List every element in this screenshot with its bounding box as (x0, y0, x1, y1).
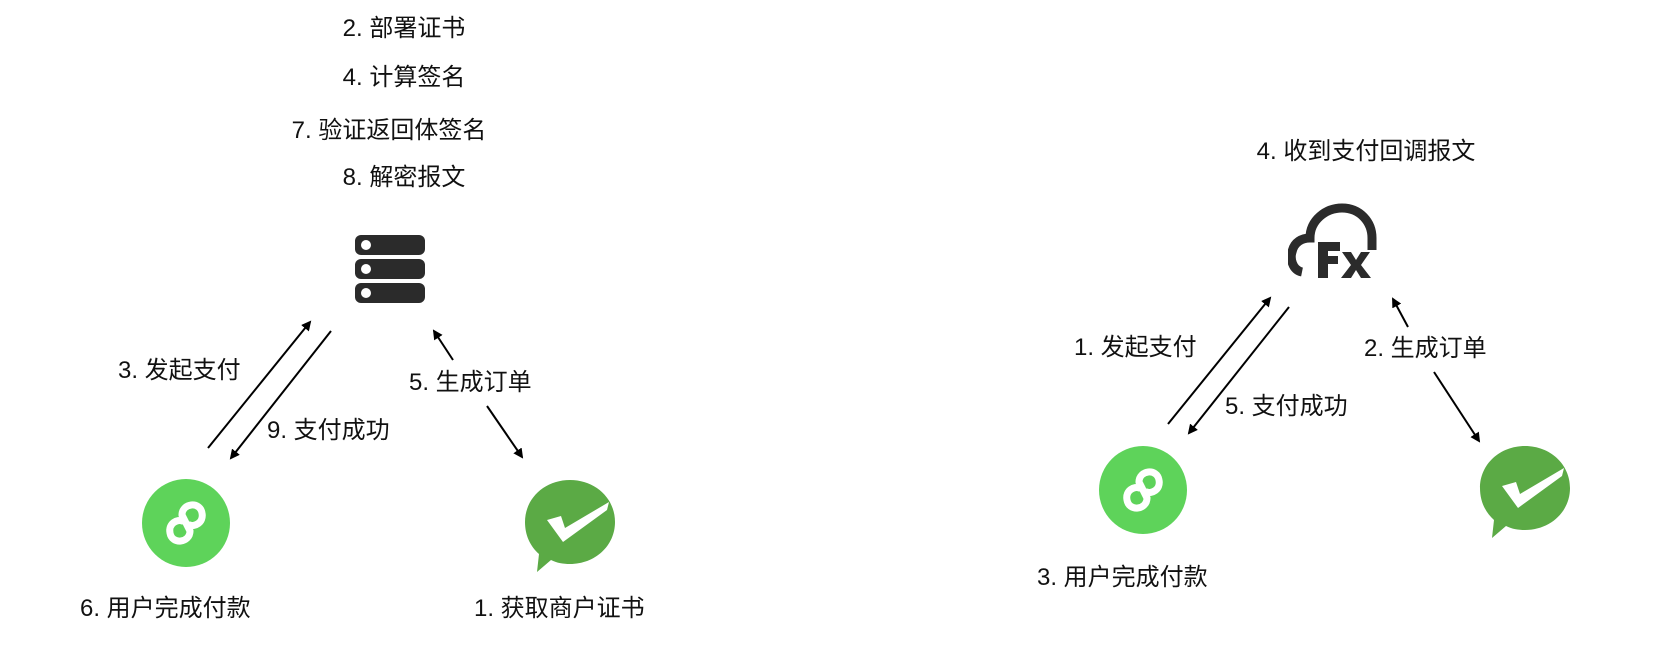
arrow-label-initiate-payment: 1. 发起支付 (1074, 334, 1197, 361)
wechatpay-label: 1. 获取商户证书 (474, 595, 645, 622)
server-icon (355, 235, 425, 303)
mini-program-icon (1099, 446, 1187, 534)
arrow-initiate-payment (207, 320, 312, 449)
server-step-compute-sign: 4. 计算签名 (342, 64, 466, 91)
wechat-pay-icon (525, 480, 615, 572)
cloud-function-icon (1288, 203, 1377, 278)
arrow-order-to-cloud (1392, 297, 1409, 328)
arrow-label-create-order: 5. 生成订单 (409, 369, 532, 396)
mini-program-icon (142, 479, 230, 567)
wechat-pay-icon (1480, 446, 1570, 538)
server-step-decrypt: 8. 解密报文 (342, 164, 466, 191)
cloud-step-receive-callback: 4. 收到支付回调报文 (1256, 138, 1476, 165)
arrow-order-to-wechatpay (1433, 371, 1481, 443)
arrow-label-payment-success: 9. 支付成功 (267, 417, 390, 444)
arrow-order-to-wechatpay (486, 405, 524, 459)
arrow-order-to-server (432, 329, 454, 361)
arrow-payment-success (1187, 306, 1290, 435)
miniprogram-label: 3. 用户完成付款 (1037, 564, 1208, 591)
arrow-label-create-order: 2. 生成订单 (1364, 335, 1487, 362)
arrow-payment-success (229, 330, 332, 460)
arrow-label-initiate-payment: 3. 发起支付 (118, 357, 241, 384)
server-step-verify-sign: 7. 验证返回体签名 (291, 117, 487, 144)
arrow-label-payment-success: 5. 支付成功 (1225, 393, 1348, 420)
arrow-initiate-payment (1167, 296, 1272, 425)
server-step-deploy-cert: 2. 部署证书 (342, 15, 466, 42)
miniprogram-label: 6. 用户完成付款 (80, 595, 251, 622)
